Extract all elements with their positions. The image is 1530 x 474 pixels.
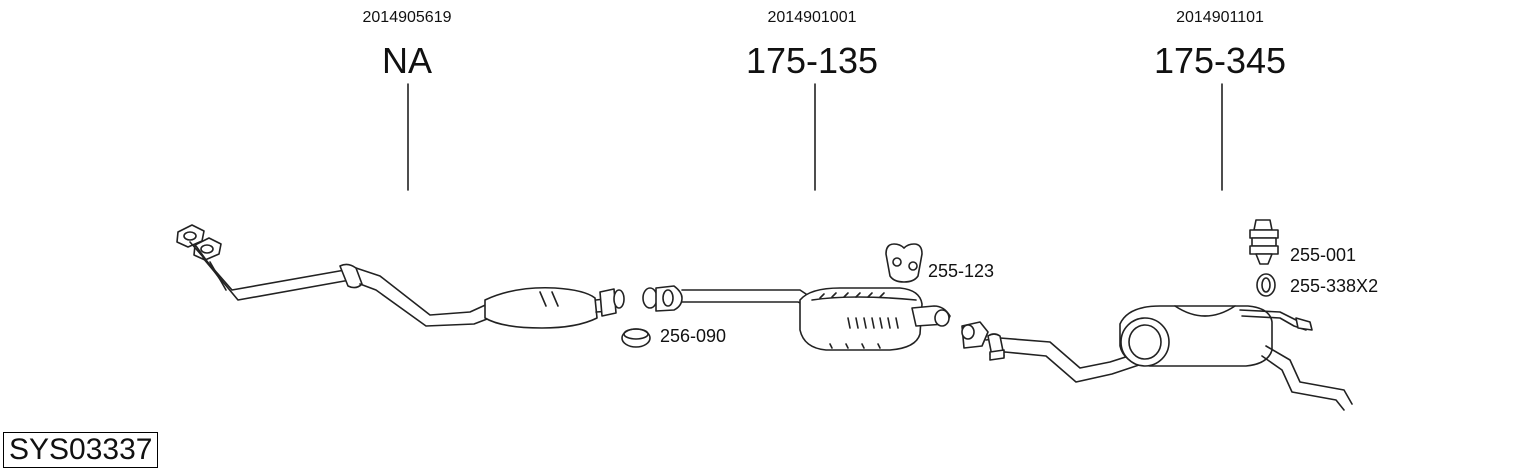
- group-1-code: NA: [381, 40, 433, 81]
- rubber-mount: [1249, 219, 1279, 265]
- part-label-ring: 255-338X2: [1290, 276, 1379, 296]
- system-code-box: SYS03337: [3, 432, 159, 468]
- middle-pipe-silencer: [642, 285, 951, 351]
- group-3-ref: 2014901101: [1176, 9, 1264, 26]
- rear-pipe-silencer: [961, 305, 1353, 411]
- part-label-gasket: 256-090: [660, 326, 727, 346]
- gasket-ring: [621, 328, 651, 348]
- group-2-ref: 2014901001: [767, 9, 857, 26]
- group-2-code: 175-135: [745, 40, 879, 81]
- front-pipe-catalyst: [176, 224, 625, 329]
- group-1-ref: 2014905619: [362, 9, 452, 26]
- part-label-hanger-middle: 255-123: [928, 261, 995, 281]
- ring-clamp: [1256, 273, 1276, 297]
- part-label-rubber-mount: 255-001: [1290, 245, 1357, 265]
- group-3-code: 175-345: [1153, 40, 1287, 81]
- hanger-middle: [885, 243, 923, 283]
